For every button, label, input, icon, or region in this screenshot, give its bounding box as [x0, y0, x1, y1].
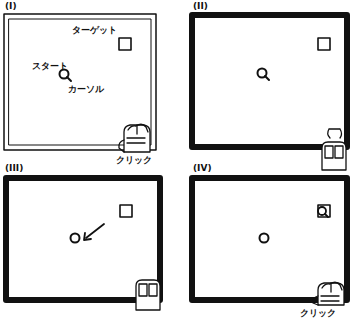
mouse-symbol — [136, 280, 160, 310]
motion-arrow — [86, 224, 104, 238]
screen-frame — [192, 178, 347, 300]
target-square — [119, 38, 131, 50]
screen-frame — [192, 15, 347, 147]
motion-arrow — [84, 233, 91, 240]
hand-mouse — [322, 129, 346, 170]
panel-number: (III) — [5, 164, 23, 174]
panel-number: (IV) — [193, 164, 212, 174]
target-square — [318, 38, 330, 50]
panel-number: (II) — [193, 2, 208, 12]
annotation-label: ターゲット — [72, 26, 117, 36]
annotation-label: スタート — [32, 62, 68, 72]
target-square — [120, 205, 132, 217]
cursor-symbol — [67, 77, 71, 81]
annotation-label: カーソル — [68, 85, 104, 95]
cursor-symbol — [325, 214, 328, 217]
annotation-label: クリック — [300, 309, 336, 319]
start-circle — [71, 234, 80, 243]
hand-mouse — [119, 124, 150, 152]
cursor-symbol — [265, 76, 269, 80]
start-circle — [260, 234, 269, 243]
target-square — [318, 205, 330, 217]
panel-number: (I) — [5, 2, 17, 12]
hand-mouse — [313, 282, 344, 305]
annotation-label: クリック — [116, 156, 152, 166]
